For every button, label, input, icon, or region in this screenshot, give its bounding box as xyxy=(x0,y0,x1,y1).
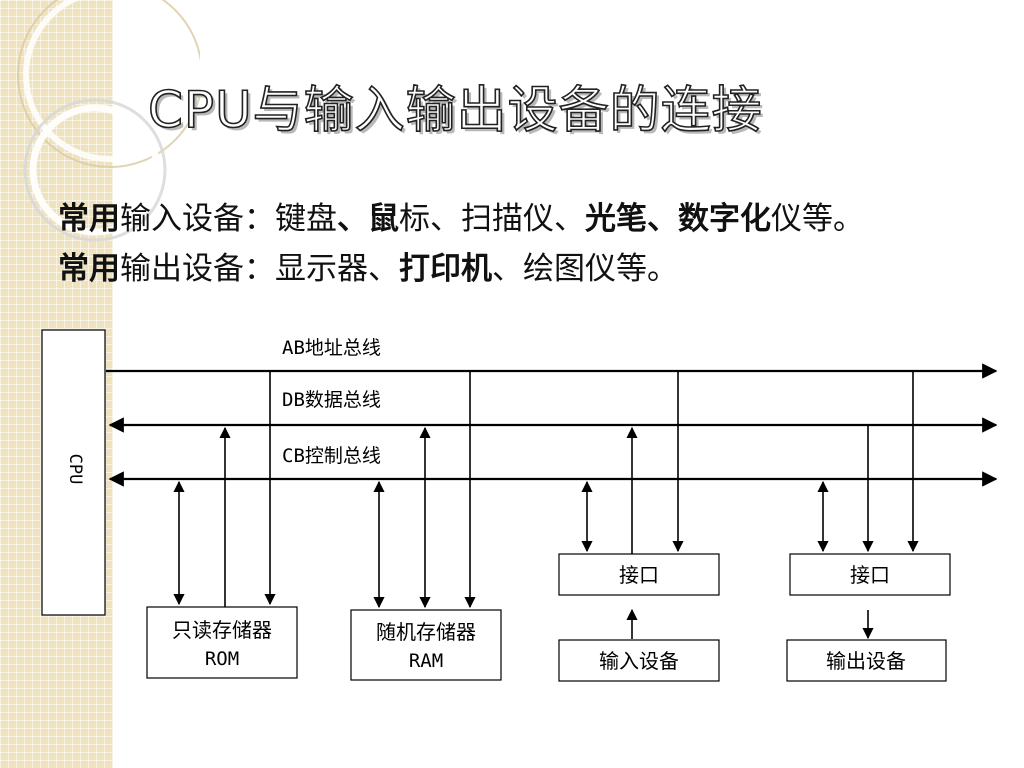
decorative-rings xyxy=(17,0,200,242)
input-interface-label: 接口 xyxy=(619,563,659,587)
mouse-part-b: 标、扫描仪、 xyxy=(399,201,585,237)
input-device-label: 输入设备 xyxy=(599,649,679,673)
ram-label-line1: 随机存储器 xyxy=(376,620,476,644)
ram-box xyxy=(350,609,502,681)
printer: 打印机 xyxy=(399,251,492,287)
cpu-label: CPU xyxy=(65,454,85,485)
input-suffix: 仪等。 xyxy=(771,201,864,237)
digitizer: 数字化 xyxy=(678,201,771,237)
ram-label-line2: RAM xyxy=(409,650,443,672)
output-device-box xyxy=(786,639,947,682)
rom-label-line1: 只读存储器 xyxy=(172,618,272,642)
separator: 、 xyxy=(647,201,678,237)
control-bus-label: CB控制总线 xyxy=(282,445,381,467)
output-suffix: 、绘图仪等。 xyxy=(492,251,678,287)
output-devices-label: 输出设备：显示器、 xyxy=(120,251,399,287)
output-devices-line: 常用输出设备：显示器、打印机、绘图仪等。 xyxy=(58,243,678,288)
cpu-box xyxy=(41,329,106,616)
address-bus-label: AB地址总线 xyxy=(282,337,381,359)
output-interface-box xyxy=(789,553,951,596)
input-devices-line: 常用输入设备：键盘、鼠标、扫描仪、光笔、数字化仪等。 xyxy=(58,193,864,238)
slide-title: CPU与输入输出设备的连接 xyxy=(147,80,763,140)
rom-box xyxy=(146,606,298,679)
output-device-label: 输出设备 xyxy=(826,649,906,673)
output-interface-label: 接口 xyxy=(850,563,890,587)
common-prefix: 常用 xyxy=(58,251,120,287)
input-device-box xyxy=(558,639,720,682)
rom-label-line2: ROM xyxy=(205,648,239,670)
input-interface-box xyxy=(558,553,720,596)
common-prefix: 常用 xyxy=(58,201,120,237)
input-devices-label: 输入设备：键盘 xyxy=(120,201,337,237)
separator: 、 xyxy=(337,201,368,237)
mouse-part-a: 鼠 xyxy=(368,201,399,237)
data-bus-label: DB数据总线 xyxy=(282,389,381,411)
light-pen: 光笔 xyxy=(585,201,647,237)
